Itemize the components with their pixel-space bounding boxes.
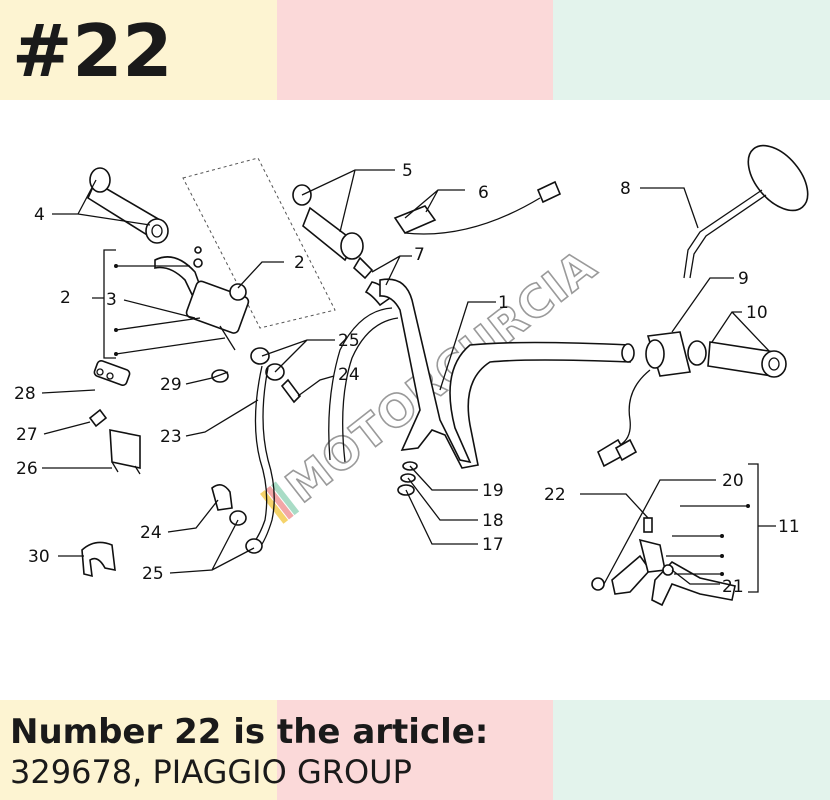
- header-stripe-pink: [277, 0, 553, 100]
- throttle-grip: [292, 184, 391, 307]
- callout-17: 17: [482, 535, 504, 555]
- callout-25-top: 25: [338, 331, 360, 351]
- callout-9: 9: [738, 269, 749, 289]
- page-title: #22: [12, 9, 173, 93]
- callout-20: 20: [722, 471, 744, 491]
- handlebar: [328, 278, 635, 469]
- right-grip: [687, 340, 787, 378]
- dashed-outline: [182, 157, 336, 329]
- part-29: [211, 369, 229, 383]
- relay-26: [109, 429, 141, 475]
- washers: [397, 461, 418, 496]
- left-lever-assembly: [154, 246, 250, 351]
- header-band: #22: [0, 0, 830, 100]
- footer-stripe-mint: [553, 700, 830, 800]
- leader-lines: [41, 169, 776, 593]
- callout-24-top: 24: [338, 365, 360, 385]
- article-number: 329678, PIAGGIO GROUP: [10, 753, 412, 791]
- callout-24-bottom: 24: [140, 523, 162, 543]
- callout-4: 4: [34, 205, 45, 225]
- callout-5: 5: [402, 161, 413, 181]
- header-stripe-yellow: [0, 0, 277, 100]
- footer-stripe-yellow: [0, 700, 277, 800]
- callout-3: 3: [106, 290, 117, 310]
- callout-8: 8: [620, 179, 631, 199]
- right-lever-assembly: [591, 517, 736, 607]
- callout-10: 10: [746, 303, 768, 323]
- callout-6: 6: [478, 183, 489, 203]
- callout-29: 29: [160, 375, 182, 395]
- callout-23: 23: [160, 427, 182, 447]
- callout-2-left: 2: [60, 288, 71, 308]
- callout-1: 1: [498, 293, 509, 313]
- switch-6: [393, 180, 562, 235]
- callout-27: 27: [16, 425, 38, 445]
- callout-28: 28: [14, 384, 36, 404]
- callout-22: 22: [544, 485, 566, 505]
- footer-stripe-pink: [277, 700, 553, 800]
- callout-18: 18: [482, 511, 504, 531]
- callout-26: 26: [16, 459, 38, 479]
- article-caption: Number 22 is the article:: [10, 712, 489, 752]
- part-27: [88, 408, 108, 428]
- switch-28: [93, 359, 131, 387]
- footer-band: [0, 700, 830, 800]
- callout-21: 21: [722, 577, 744, 597]
- clamp-30: [81, 541, 116, 578]
- header-stripe-mint: [553, 0, 830, 100]
- left-grip: [86, 167, 169, 244]
- callout-7: 7: [414, 245, 425, 265]
- callout-19: 19: [482, 481, 504, 501]
- callout-25-bottom: 25: [142, 564, 164, 584]
- callout-30: 30: [28, 547, 50, 567]
- parts-diagram: MOTORCURCIA: [14, 144, 809, 607]
- callout-2-right: 2: [294, 253, 305, 273]
- callout-labels: 4 2 3 28 29 27 26 30 5 6 7 2 25 24 23 24…: [14, 161, 800, 597]
- mirror: [683, 144, 809, 279]
- callout-11: 11: [778, 517, 800, 537]
- brake-hose: [211, 347, 302, 554]
- watermark-text: MOTORCURCIA: [277, 240, 606, 513]
- right-switch: [596, 331, 691, 468]
